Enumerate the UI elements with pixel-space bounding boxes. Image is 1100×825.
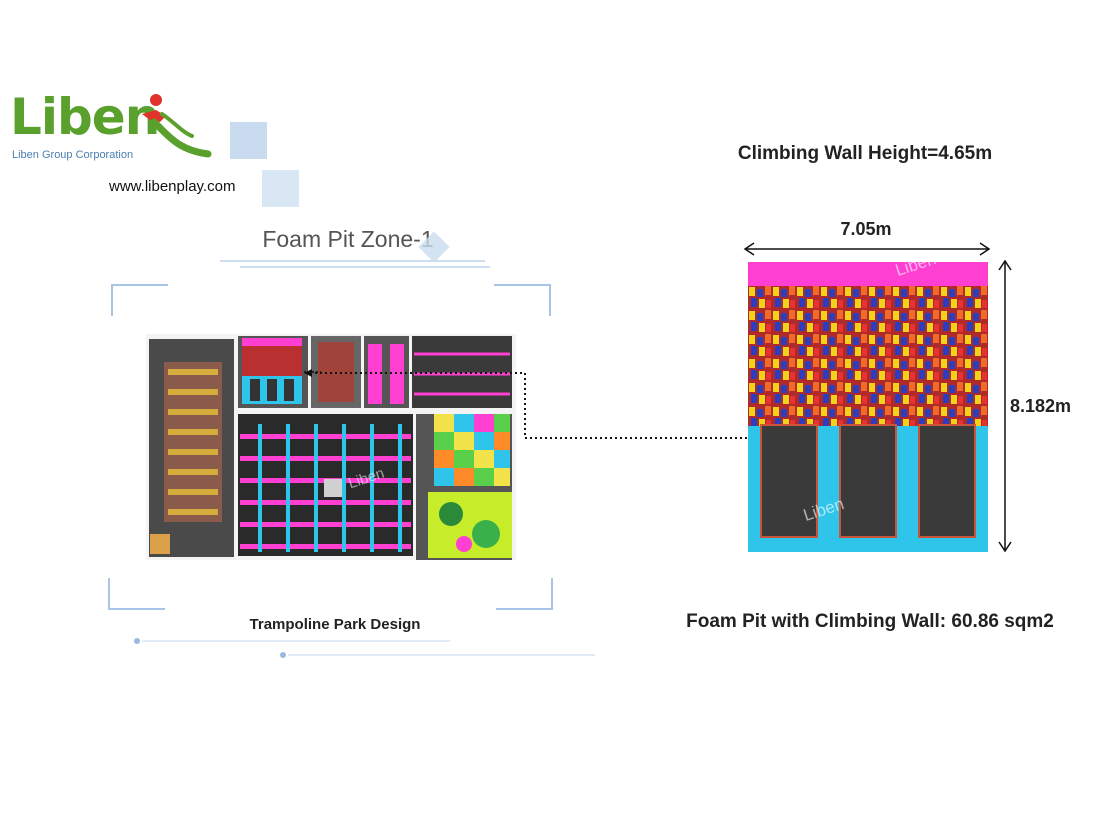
plan-caption: Trampoline Park Design bbox=[249, 616, 421, 633]
foam-pit-area: Foam Pit with Climbing Wall: 60.86 sqm2 bbox=[686, 611, 1054, 632]
foam-pit-detail bbox=[748, 262, 988, 552]
width-dimension-label: 7.05m bbox=[840, 219, 892, 239]
decor-square bbox=[262, 170, 299, 207]
trampoline-bed bbox=[760, 424, 818, 538]
foam-blocks bbox=[748, 286, 988, 420]
width-dimension-arrow bbox=[743, 242, 991, 256]
trampoline-park-plan bbox=[146, 334, 516, 560]
caption-underline bbox=[134, 638, 595, 658]
trampoline-bed bbox=[839, 424, 897, 538]
liben-logo: Liben bbox=[10, 92, 160, 142]
depth-dimension-arrow bbox=[998, 259, 1012, 553]
frame-corner bbox=[494, 284, 551, 316]
title-underline bbox=[220, 260, 490, 268]
logo-tagline: Liben Group Corporation bbox=[12, 149, 134, 161]
website-link[interactable]: www.libenplay.com bbox=[109, 178, 236, 195]
trampoline-bed bbox=[918, 424, 976, 538]
frame-corner bbox=[108, 578, 165, 610]
connector-line bbox=[304, 369, 748, 439]
decor-square bbox=[230, 122, 267, 159]
logo-word: Liben bbox=[10, 88, 160, 146]
zone-title: Foam Pit Zone-1 bbox=[262, 226, 434, 252]
climbing-wall-edge bbox=[748, 262, 988, 286]
climbing-wall-height: Climbing Wall Height=4.65m bbox=[737, 143, 993, 164]
depth-dimension-label: 8.182m bbox=[1010, 396, 1072, 416]
frame-corner bbox=[111, 284, 168, 316]
slide-figure-icon bbox=[142, 94, 212, 158]
frame-corner bbox=[496, 578, 553, 610]
